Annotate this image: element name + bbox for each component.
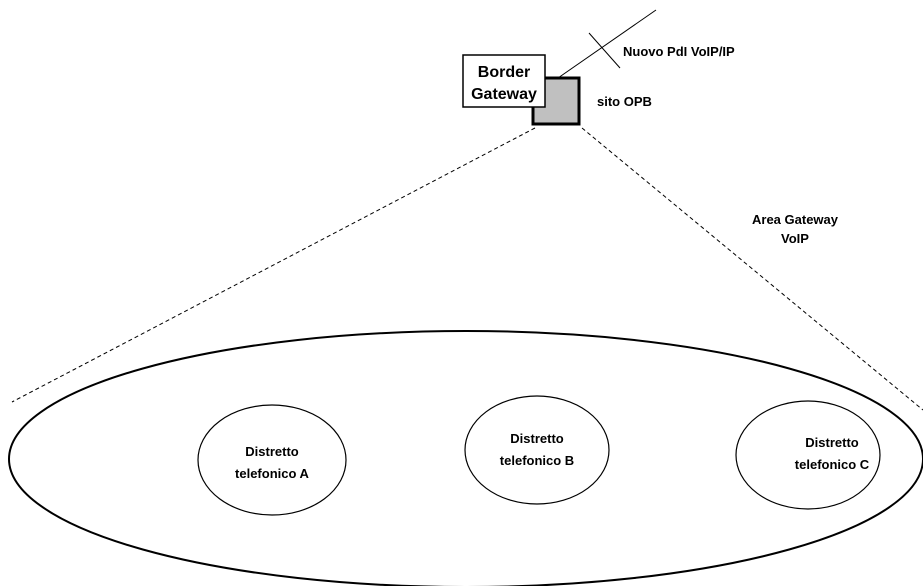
- district-c-ellipse: [735, 400, 881, 510]
- site-label: sito OPB: [597, 94, 652, 109]
- district-b-ellipse: [464, 395, 610, 505]
- pdi-link-line: [557, 9, 657, 79]
- district-a-label-line2: telefonico A: [235, 466, 310, 481]
- border-gateway-box: [462, 54, 546, 108]
- pdi-cross-line: [588, 32, 621, 69]
- coverage-line-left: [11, 127, 536, 403]
- pdi-label: Nuovo PdI VoIP/IP: [623, 44, 735, 59]
- border-gateway-label-line1: Border: [478, 64, 530, 81]
- district-b-label-line2: telefonico B: [500, 453, 574, 468]
- area-label-line1: Area Gateway: [752, 212, 839, 227]
- district-a-ellipse: [197, 404, 347, 516]
- district-c-label-line2: telefonico C: [795, 457, 870, 472]
- area-label-line2: VoIP: [781, 231, 809, 246]
- district-a-label-line1: Distretto: [245, 444, 299, 459]
- coverage-line-right: [581, 127, 923, 411]
- district-c-label-line1: Distretto: [805, 435, 859, 450]
- district-b-label-line1: Distretto: [510, 431, 564, 446]
- border-gateway-label-line2: Gateway: [471, 86, 537, 103]
- area-ellipse: [8, 330, 923, 586]
